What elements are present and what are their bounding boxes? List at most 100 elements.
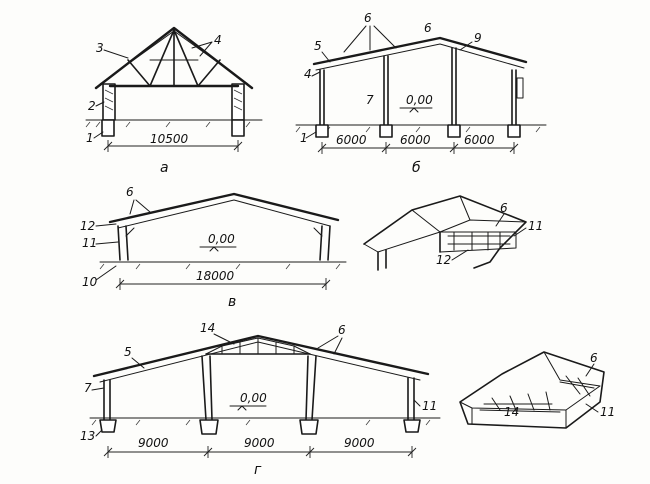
section-a: 10500 3 4 2 1 а xyxy=(85,26,263,176)
callout-9-b: 9 xyxy=(474,31,482,45)
roof-underside-b xyxy=(315,43,525,71)
column-2-b xyxy=(451,47,457,126)
leader-1-b xyxy=(305,131,317,139)
leader-11-c xyxy=(95,241,119,245)
dim-label-d1: 9000 xyxy=(138,436,169,450)
frame-leg-left-c xyxy=(117,225,129,261)
left-wall-a xyxy=(102,83,116,121)
leader-3-a xyxy=(103,49,129,59)
callout-6-iso-c: 6 xyxy=(500,201,508,215)
level-label-b: 0,00 xyxy=(406,93,433,107)
foundation-3-b xyxy=(447,124,461,138)
dim-label-c: 18000 xyxy=(196,269,235,283)
level-marker-d xyxy=(229,405,267,411)
section-c: 0,00 18000 6 12 11 10 в xyxy=(80,185,347,310)
callout-14-d: 14 xyxy=(200,321,215,335)
leader-11-iso-c xyxy=(513,227,527,237)
foundation-2-d xyxy=(199,419,219,435)
callout-5-d: 5 xyxy=(124,345,132,359)
wall-texture-a xyxy=(104,89,243,111)
iso-open-bays-c xyxy=(439,231,517,253)
leader-11-iso-d xyxy=(585,403,599,413)
callout-11-iso-d: 11 xyxy=(600,405,615,419)
truss-web-d xyxy=(205,337,311,355)
dim-label-d2: 9000 xyxy=(244,436,275,450)
foundation-2-b xyxy=(379,124,393,138)
column-2-d xyxy=(305,355,317,421)
callout-2-a: 2 xyxy=(88,99,96,113)
caption-a: а xyxy=(160,160,169,176)
leader-5-d xyxy=(131,357,145,369)
foundation-1-d xyxy=(99,419,117,433)
isometric-d: 6 11 14 xyxy=(459,351,615,429)
dim-line-b xyxy=(317,142,519,154)
foundation-4-b xyxy=(507,124,521,138)
iso-panels-c xyxy=(447,235,511,245)
roof-slope-d xyxy=(92,334,430,378)
callout-6-d: 6 xyxy=(338,323,346,337)
dim-label-b3: 6000 xyxy=(464,133,495,147)
leader-12-iso-c xyxy=(451,249,469,261)
callout-13-d: 13 xyxy=(80,429,95,443)
iso-roof-outline-d xyxy=(459,351,605,429)
callout-10-c: 10 xyxy=(82,275,98,289)
callout-6-iso-d: 6 xyxy=(590,351,598,365)
callout-12-iso-c: 12 xyxy=(436,253,451,267)
caption-b: б xyxy=(412,160,421,176)
callout-11-d: 11 xyxy=(422,399,437,413)
leader-6-iso-d xyxy=(585,363,595,377)
leader-6-iso-c xyxy=(495,213,505,227)
callout-12-c: 12 xyxy=(80,219,95,233)
dim-label-a: 10500 xyxy=(150,132,189,146)
leader-1-a xyxy=(93,131,104,139)
leader-13-d xyxy=(95,429,103,437)
callout-4-b: 4 xyxy=(304,67,312,81)
leader-2-a xyxy=(95,101,105,107)
callout-4-a: 4 xyxy=(214,33,222,47)
right-wall-a xyxy=(231,83,245,121)
roof-underside-c xyxy=(117,199,331,229)
caption-d: г xyxy=(254,462,262,478)
dim-line-c xyxy=(115,278,331,290)
foundation-3-d xyxy=(299,419,319,435)
iso-roof-edges-d xyxy=(459,351,601,411)
level-marker-c xyxy=(199,246,237,252)
frame-leg-right-c xyxy=(319,225,331,261)
right-wall-d xyxy=(407,377,415,421)
caption-c: в xyxy=(228,294,236,310)
leader-12-c xyxy=(95,223,117,227)
callout-5-b: 5 xyxy=(314,39,322,53)
leader-10-c xyxy=(95,265,117,281)
section-d: 0,00 9000 9000 9000 14 6 5 7 11 13 г xyxy=(80,321,441,478)
level-marker-b xyxy=(399,107,433,113)
callout-7-b: 7 xyxy=(366,93,374,107)
dim-label-b2: 6000 xyxy=(400,133,431,147)
column-1-b xyxy=(383,55,389,126)
leader-9-b xyxy=(459,41,473,51)
callout-1-b: 1 xyxy=(300,131,308,145)
leader-6-d xyxy=(317,335,343,355)
dim-label-d3: 9000 xyxy=(344,436,375,450)
left-wall-d xyxy=(103,379,111,421)
dim-line-d xyxy=(103,446,417,458)
dim-label-b1: 6000 xyxy=(336,133,367,147)
window-b xyxy=(516,77,524,99)
section-b: 0,00 6000 6000 6000 6 6 9 5 4 7 1 б xyxy=(295,11,547,176)
callout-1-a: 1 xyxy=(86,131,94,145)
callout-7-d: 7 xyxy=(84,381,92,395)
ground-hatch-a xyxy=(85,121,251,128)
column-1-d xyxy=(201,355,213,421)
roof-slope-c xyxy=(108,192,340,224)
callout-3-a: 3 xyxy=(96,41,104,55)
iso-walls-d xyxy=(471,407,567,429)
left-wall-b xyxy=(319,69,325,126)
dim-line-a xyxy=(103,140,243,152)
iso-truss-bays-d xyxy=(479,391,561,413)
right-foundation-a xyxy=(231,119,245,137)
level-label-c: 0,00 xyxy=(208,232,235,246)
right-wall-b xyxy=(511,69,517,126)
leader-4-b xyxy=(311,71,321,77)
callout-11-iso-c: 11 xyxy=(528,219,543,233)
iso-frame-legs-c xyxy=(377,231,441,271)
